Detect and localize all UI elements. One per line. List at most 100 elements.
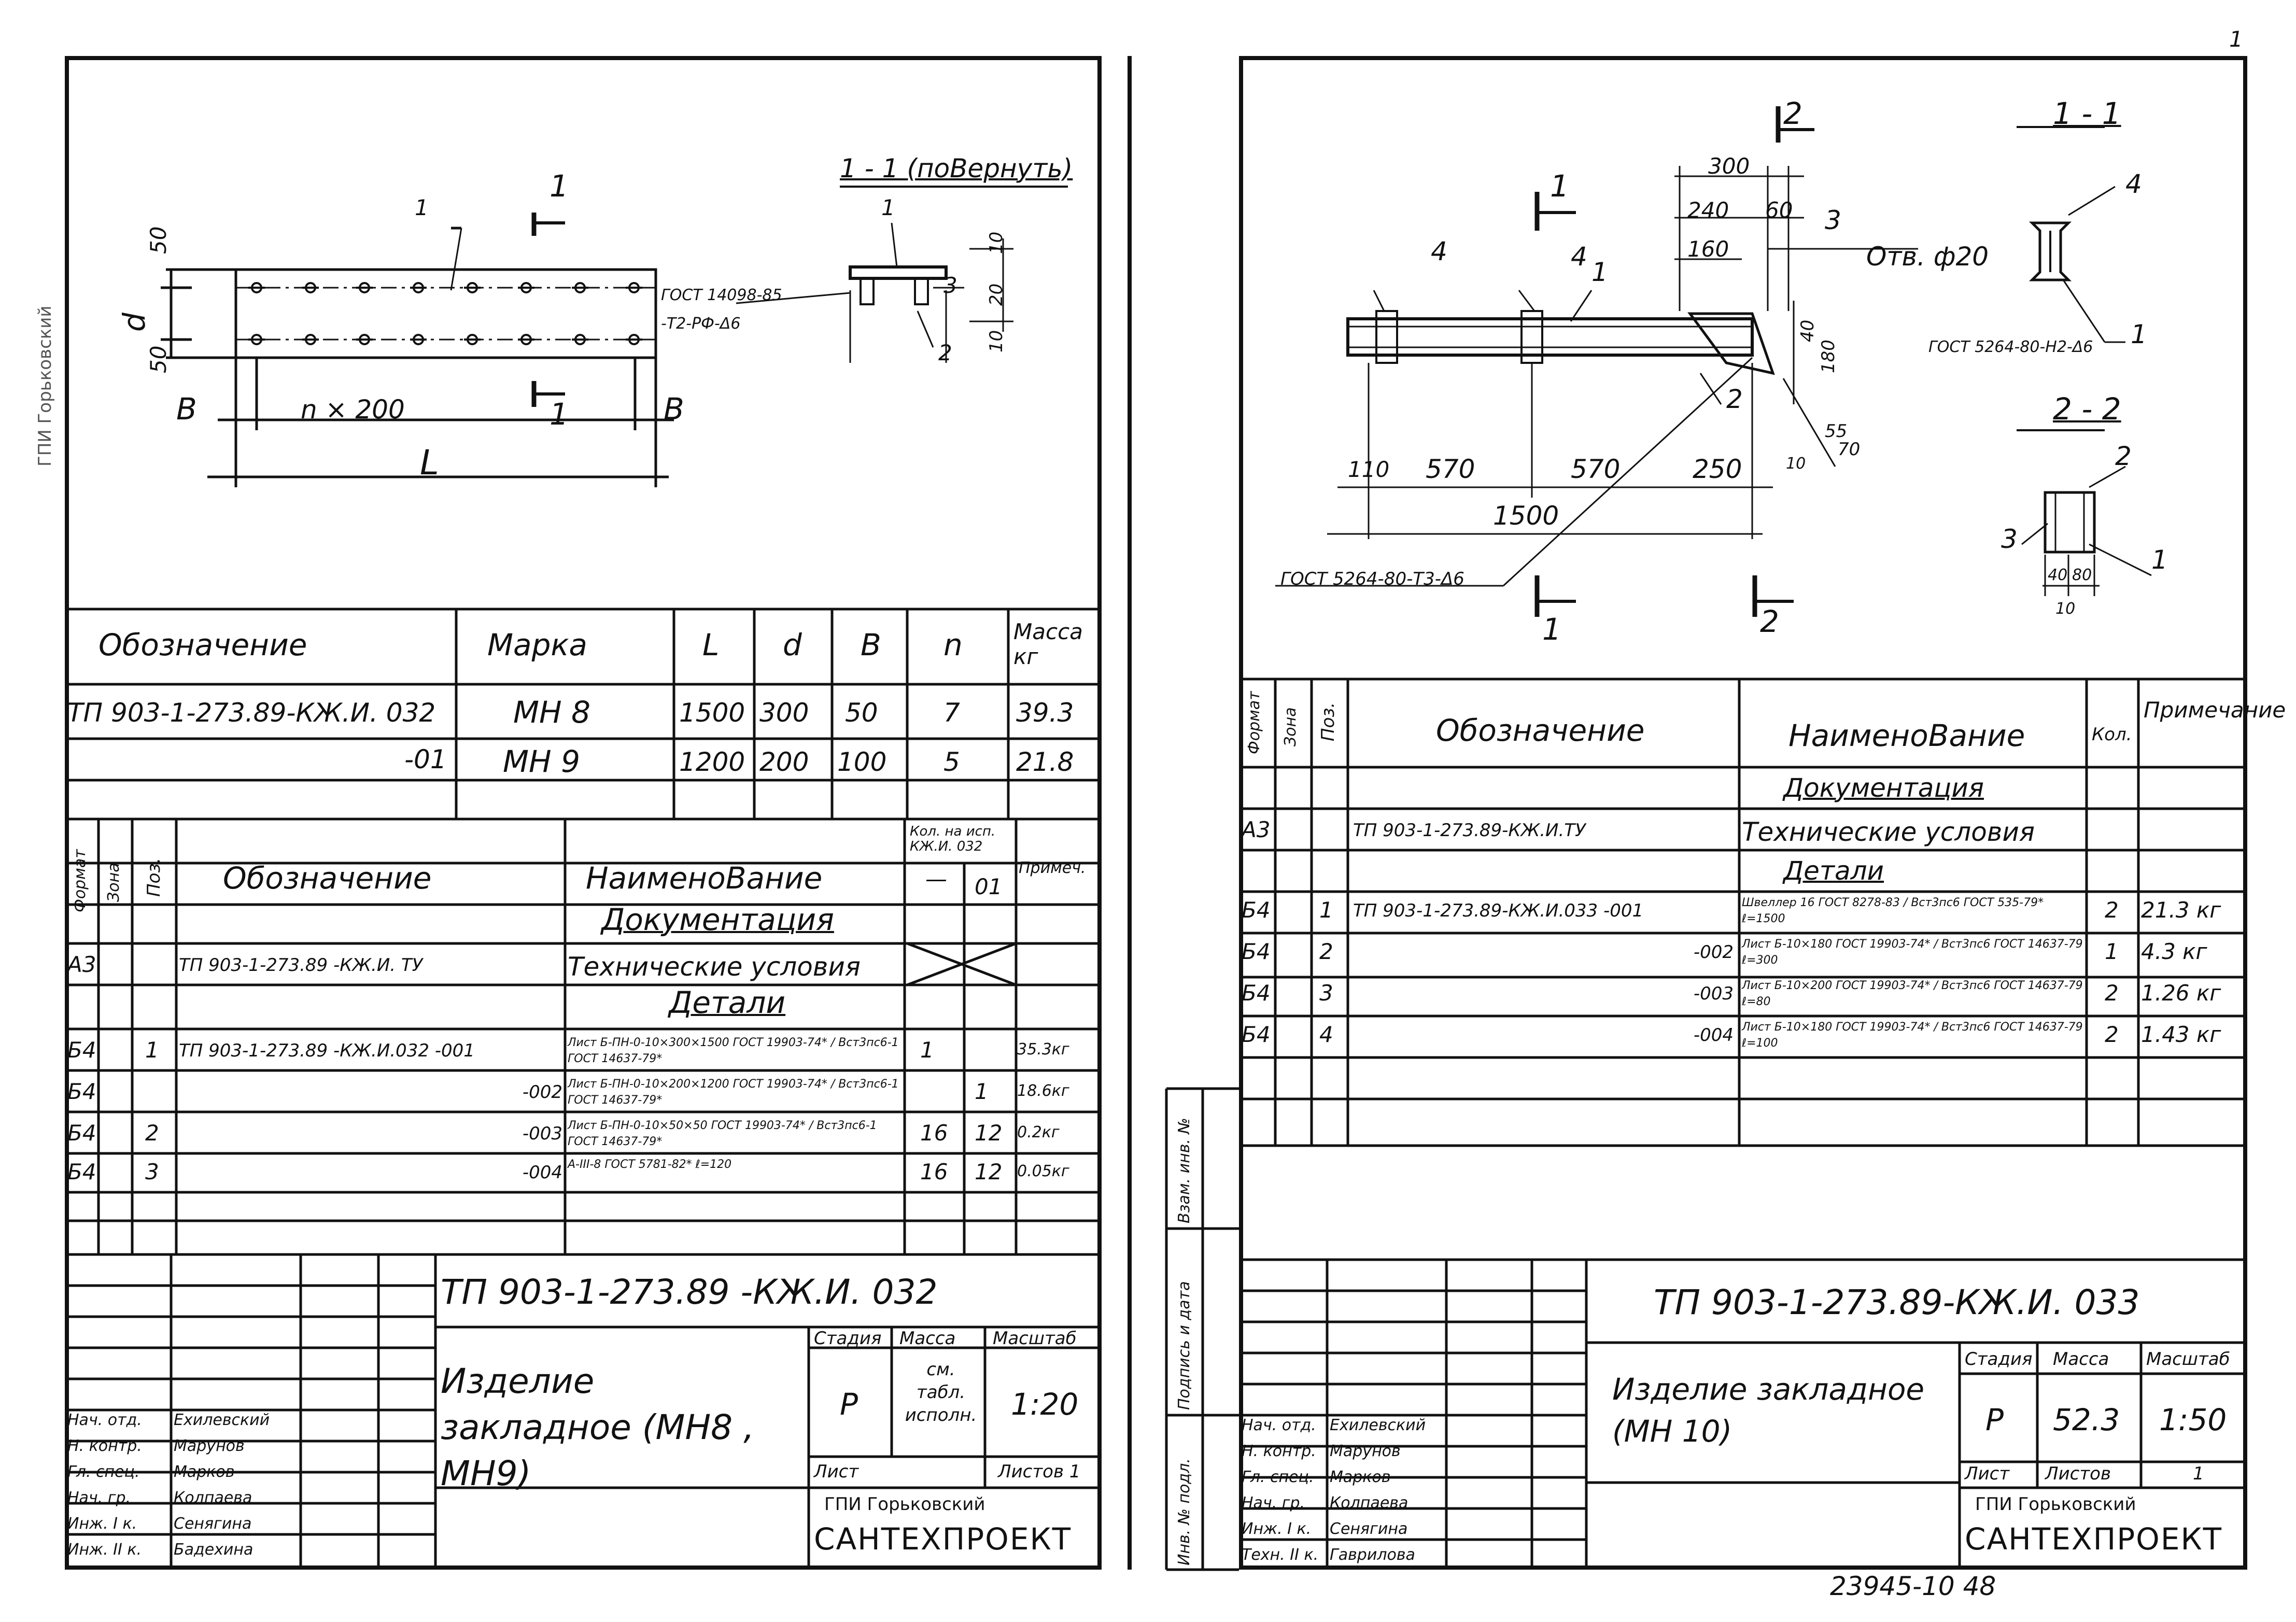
left-tb-sheet-label: Лист xyxy=(814,1461,859,1482)
staff-name: Колпаева xyxy=(174,1489,252,1507)
left-tb-sheets-label: Листов 1 xyxy=(998,1461,1081,1482)
variants-header-b: В xyxy=(861,627,881,662)
right-weld-note-sec: ГОСТ 5264-80-Н2-Δ6 xyxy=(1928,338,2093,356)
spec-note: 21.3 кг xyxy=(2141,897,2221,923)
staff-role: Инж. I к. xyxy=(1242,1520,1312,1538)
left-spec-col-qty-a: — xyxy=(925,866,947,892)
right-dim-240: 240 xyxy=(1687,198,1729,223)
right-pos-3: 3 xyxy=(1825,205,1841,235)
right-tb-mass: 52.3 xyxy=(2053,1402,2120,1437)
left-sheet-frame xyxy=(65,56,1102,1570)
left-tb-stage-label: Стадия xyxy=(814,1328,882,1349)
spec-note: 1.43 кг xyxy=(2141,1022,2221,1047)
spec-designation: ТП 903-1-273.89 -КЖ.И.032 -001 xyxy=(179,1040,475,1061)
right-spec-col-designation: Обозначение xyxy=(1436,713,1645,748)
staff-role: Инж. II к. xyxy=(67,1541,142,1559)
spec-name: Швеллер 16 ГОСТ 8278-83 / Вст3пс6 ГОСТ 5… xyxy=(1742,896,2044,925)
right-dim-180: 180 xyxy=(1818,340,1839,373)
spec-pos: 4 xyxy=(1319,1022,1333,1047)
spec-format: Б4 xyxy=(67,1079,96,1104)
right-dim-55: 55 xyxy=(1825,421,1848,442)
spec-note: 0.05кг xyxy=(1017,1162,1069,1180)
right-tb-stage: Р xyxy=(1985,1402,2004,1437)
spec-name: Лист Б-10×180 ГОСТ 19903-74* / Вст3пс6 Г… xyxy=(1742,938,2083,967)
left-dim-nx200: n × 200 xyxy=(301,394,405,425)
right-tb-sheets-label: Листов xyxy=(2045,1463,2111,1484)
right-dim-570-a: 570 xyxy=(1426,454,1475,484)
right-dim-60: 60 xyxy=(1765,198,1793,223)
bottom-numbers: 23945-10 48 xyxy=(1830,1571,1996,1601)
spec-note: 4.3 кг xyxy=(2141,939,2207,964)
sheet-gap-line xyxy=(1128,56,1132,1570)
spec-designation: ТП 903-1-273.89 -КЖ.И. ТУ xyxy=(179,955,423,976)
right-sec2-dim-10: 10 xyxy=(2055,600,2076,618)
corner-number: 1 xyxy=(2229,26,2243,52)
right-dim-10: 10 xyxy=(1786,455,1806,473)
right-mark-1-left: 1 xyxy=(1550,168,1569,204)
right-pos-4-b: 4 xyxy=(1571,242,1587,272)
right-tb-scale: 1:50 xyxy=(2159,1402,2227,1437)
spec-note: 18.6кг xyxy=(1017,1082,1069,1100)
left-tb-org1: ГПИ Горьковский xyxy=(824,1494,985,1515)
spec-designation: -003 xyxy=(522,1123,562,1144)
right-sheet-frame xyxy=(1239,56,2247,1570)
spec-pos: 1 xyxy=(1319,897,1333,923)
left-spec-col-qty: Кол. на исп. КЖ.И. 032 xyxy=(910,824,996,854)
spec-designation: -004 xyxy=(1693,1025,1734,1046)
right-sec1-pos-4: 4 xyxy=(2125,169,2142,199)
right-sec2-pos-1: 1 xyxy=(2151,545,2168,575)
left-section-title: 1 - 1 (поВернуть) xyxy=(840,153,1073,184)
spec-designation: -002 xyxy=(522,1082,562,1103)
left-tb-stage: Р xyxy=(840,1387,858,1422)
spec-pos: 2 xyxy=(1319,939,1333,964)
right-mark-2-bottom: 2 xyxy=(1760,604,1779,639)
spec-format: А3 xyxy=(1242,817,1271,842)
left-spec-col-name: НаименоВание xyxy=(586,861,823,896)
spec-format: Б4 xyxy=(1242,939,1271,964)
variants-cell-mark: МН 8 xyxy=(513,695,590,730)
right-dim-300: 300 xyxy=(1708,153,1750,179)
left-spec-col-designation: Обозначение xyxy=(223,861,432,896)
spec-name: Лист Б-ПН-0-10×50×50 ГОСТ 19903-74* / Вс… xyxy=(568,1119,877,1148)
right-hole: Отв. ф20 xyxy=(1866,242,1989,272)
staff-name: Ехилевский xyxy=(1330,1416,1426,1434)
left-tb-mass: см. табл. исполн. xyxy=(905,1359,977,1426)
right-sec1-pos-1: 1 xyxy=(2131,319,2147,349)
side-stamp-sign: Подпись и дата xyxy=(1175,1281,1193,1411)
staff-role: Нач. отд. xyxy=(1242,1416,1316,1434)
right-weld-note-main: ГОСТ 5264-80-Т3-Δ6 xyxy=(1280,569,1464,589)
staff-role: Инж. I к. xyxy=(67,1515,137,1533)
spec-name: Технические условия xyxy=(1742,817,2035,847)
right-tb-sheet-label: Лист xyxy=(1965,1463,2010,1484)
left-section-mark-bottom: 1 xyxy=(550,397,569,432)
spec-format: А3 xyxy=(67,952,96,977)
right-pos-1: 1 xyxy=(1591,257,1608,287)
right-title-name: Изделие закладное (МН 10) xyxy=(1612,1372,1925,1449)
spec-designation: ТП 903-1-273.89-КЖ.И.ТУ xyxy=(1353,820,1586,841)
right-spec-col-format: Формат xyxy=(1245,691,1263,754)
variants-cell-mark: МН 9 xyxy=(503,744,580,779)
left-spec-col-pos: Поз. xyxy=(144,857,164,897)
staff-role: Нач. гр. xyxy=(67,1489,131,1507)
variants-cell-d: 300 xyxy=(759,698,809,728)
left-dim-d: d xyxy=(117,313,152,332)
spec-designation: -004 xyxy=(522,1162,562,1183)
spec-note: 1.26 кг xyxy=(2141,980,2221,1006)
right-dim-570-b: 570 xyxy=(1571,454,1621,484)
staff-name: Сенягина xyxy=(174,1515,252,1533)
spec-note: 35.3кг xyxy=(1017,1040,1069,1059)
right-mark-1-bottom: 1 xyxy=(1542,612,1561,647)
variants-cell-n: 7 xyxy=(943,698,960,728)
spec-pos: 3 xyxy=(145,1159,159,1184)
staff-role: Гл. спец. xyxy=(1242,1468,1314,1486)
variants-cell-L: 1200 xyxy=(679,747,745,777)
staff-name: Марунов xyxy=(174,1437,245,1455)
left-pos-1-plan: 1 xyxy=(415,195,429,220)
staff-name: Бадехина xyxy=(174,1541,253,1559)
left-dim-10-b: 10 xyxy=(986,330,1007,352)
variants-cell-d: 200 xyxy=(759,747,809,777)
spec-designation: ТП 903-1-273.89-КЖ.И.033 -001 xyxy=(1353,900,1644,921)
spec-designation: -002 xyxy=(1693,942,1734,963)
